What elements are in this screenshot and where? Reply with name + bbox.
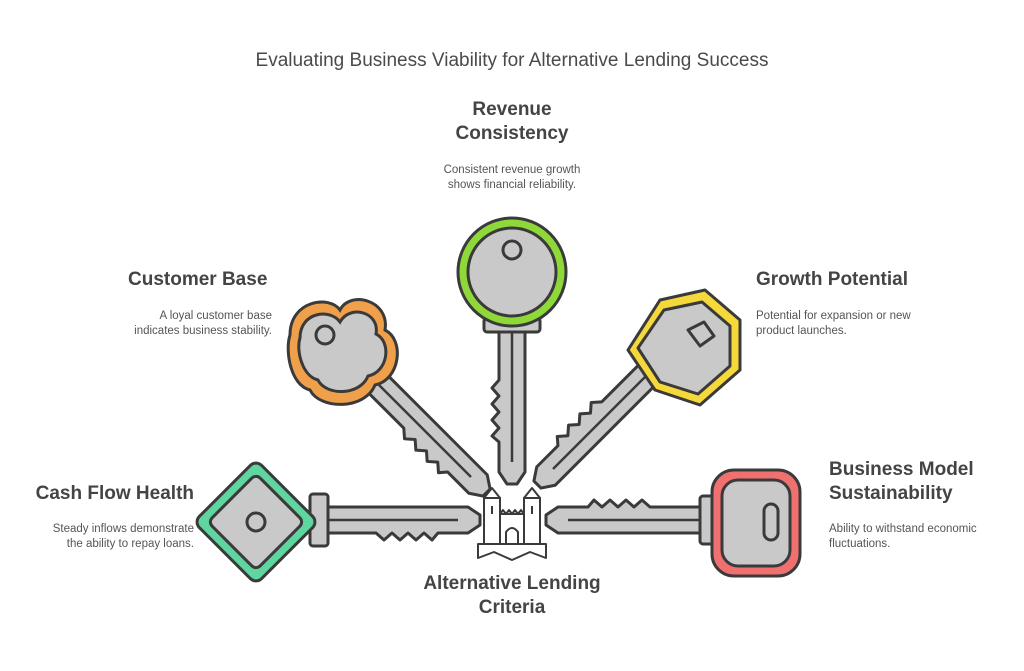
revenue-description: Consistent revenue growth shows financia… [420,163,604,193]
customer-key-icon [286,298,498,509]
center-label: Alternative Lending Criteria [400,572,624,620]
revenue-key-icon [456,216,568,486]
model-heading-line1: Business Model [829,459,974,480]
cashflow-key-icon [195,461,482,583]
model-description: Ability to withstand economic fluctuatio… [829,522,1009,552]
castle-icon [477,487,547,561]
cashflow-desc-line1: Steady inflows demonstrate [52,523,194,535]
model-desc-line2: fluctuations. [829,538,891,550]
revenue-heading-line1: Revenue [472,99,552,120]
customer-heading-line1: Customer Base [128,269,268,290]
growth-desc-line2: product launches. [756,325,847,337]
model-desc-line1: Ability to withstand economic [829,523,977,535]
model-key-icon [544,468,802,578]
customer-heading: Customer Base [128,268,288,292]
customer-description: A loyal customer base indicates business… [100,309,272,339]
page-title: Evaluating Business Viability for Altern… [255,50,769,71]
revenue-desc-line1: Consistent revenue growth [443,164,581,176]
cashflow-heading: Cash Flow Health [20,482,194,506]
cashflow-desc-line2: the ability to repay loans. [66,538,194,550]
center-label-line1: Alternative Lending [423,573,601,594]
growth-heading: Growth Potential [756,268,956,292]
model-heading-line2: Sustainability [829,483,953,504]
revenue-heading: Revenue Consistency [440,98,584,146]
growth-description: Potential for expansion or new product l… [756,309,956,339]
revenue-heading-line2: Consistency [455,123,569,144]
growth-heading-line1: Growth Potential [756,269,908,290]
cashflow-heading-line1: Cash Flow Health [35,483,194,504]
center-label-line2: Criteria [478,597,546,618]
customer-desc-line1: A loyal customer base [159,310,272,322]
growth-desc-line1: Potential for expansion or new [756,310,911,322]
revenue-desc-line2: shows financial reliability. [447,179,577,191]
growth-key-icon [521,288,742,496]
model-heading: Business Model Sustainability [829,458,1009,506]
customer-desc-line2: indicates business stability. [134,325,272,337]
cashflow-description: Steady inflows demonstrate the ability t… [20,522,194,552]
